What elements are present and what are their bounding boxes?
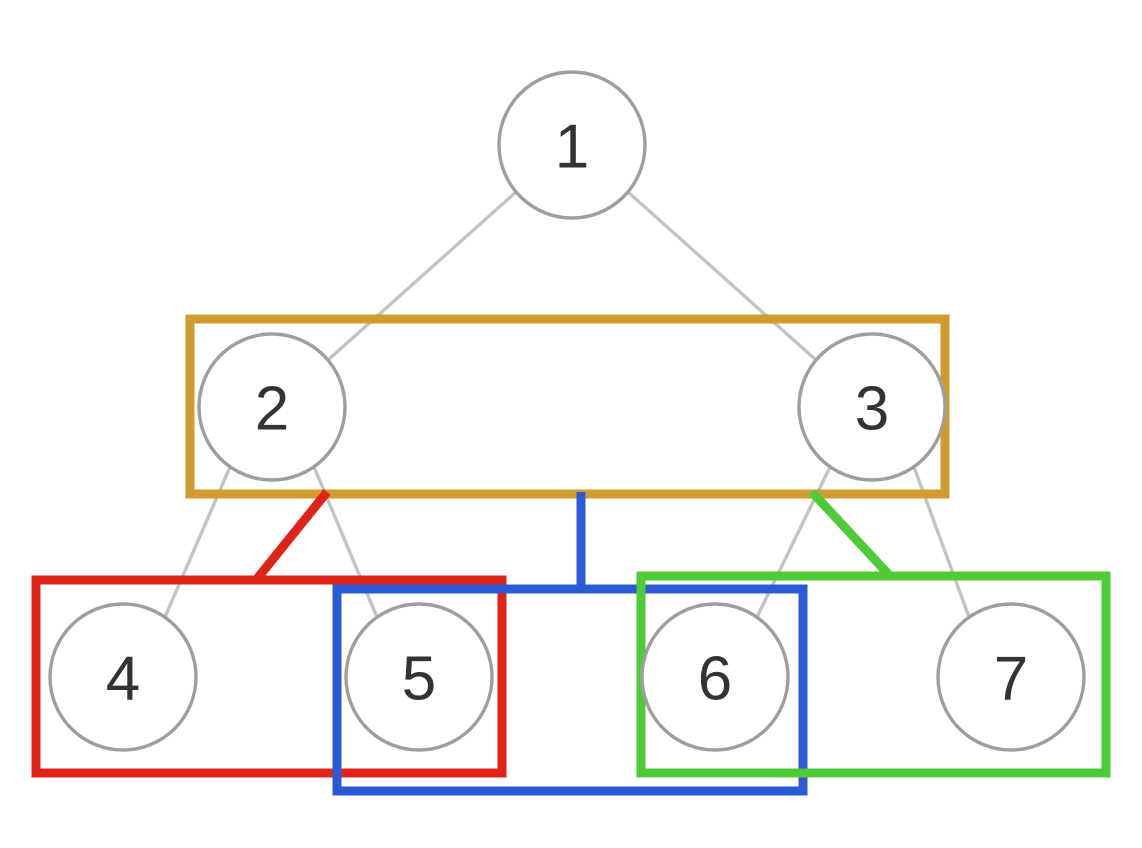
node-circle-3 xyxy=(797,332,947,482)
red-group-box[interactable] xyxy=(31,575,507,778)
node-label-5: 5 xyxy=(402,645,436,714)
tree-node-2[interactable]: 2 xyxy=(197,332,347,482)
green-group-connector xyxy=(808,488,894,580)
node-circle-4 xyxy=(48,602,198,752)
tree-node-7[interactable]: 7 xyxy=(936,602,1086,752)
tree-node-1[interactable]: 1 xyxy=(497,70,647,220)
node-label-1: 1 xyxy=(555,113,589,182)
tree-node-5[interactable]: 5 xyxy=(344,602,494,752)
node-label-4: 4 xyxy=(106,645,140,714)
node-label-6: 6 xyxy=(698,645,732,714)
tree-edge-n1-n3 xyxy=(626,190,818,362)
node-circle-1 xyxy=(497,70,647,220)
node-circle-5 xyxy=(344,602,494,752)
red-group-connector xyxy=(252,489,331,583)
tree-node-6[interactable]: 6 xyxy=(640,602,790,752)
node-label-2: 2 xyxy=(255,375,289,444)
blue-group-box[interactable] xyxy=(332,584,808,796)
tree-nodes-layer: 1 2 3 4 5 6 7 xyxy=(48,70,1086,752)
tree-node-3[interactable]: 3 xyxy=(797,332,947,482)
tree-node-4[interactable]: 4 xyxy=(48,602,198,752)
node-label-3: 3 xyxy=(855,375,889,444)
tree-edge-n1-n2 xyxy=(326,190,518,362)
node-circle-7 xyxy=(936,602,1086,752)
node-circle-2 xyxy=(197,332,347,482)
node-label-7: 7 xyxy=(994,645,1028,714)
node-circle-6 xyxy=(640,602,790,752)
